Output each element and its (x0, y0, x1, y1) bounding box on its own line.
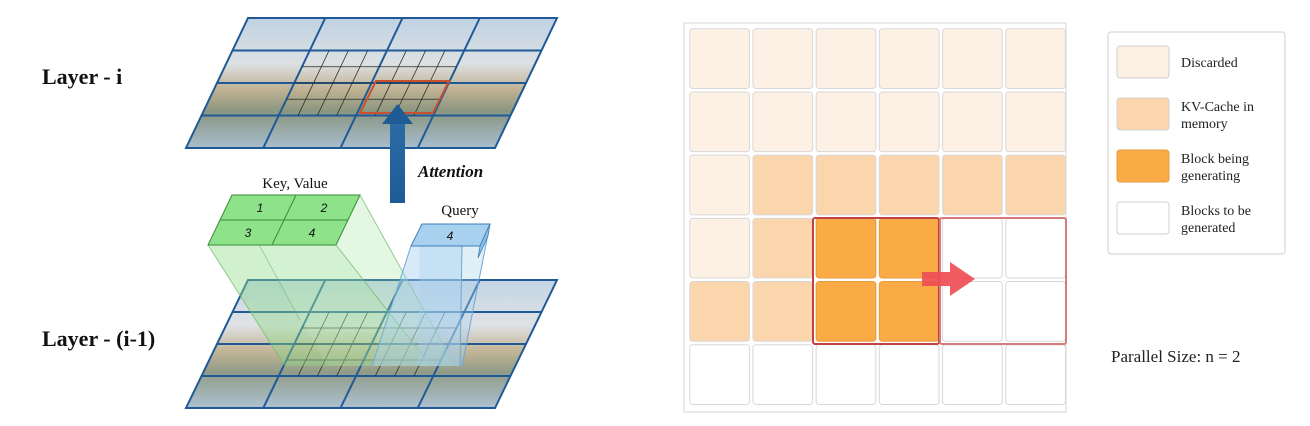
block-cell-kv (1005, 154, 1066, 216)
parallel-size-label: Parallel Size: n = 2 (1111, 347, 1241, 366)
kv-block-4: 4 (309, 226, 316, 240)
kv-cube: 1 2 3 4 (207, 194, 361, 246)
layer-fine-line (394, 50, 426, 116)
legend-swatch-kv (1116, 97, 1170, 131)
block-cell-future (1005, 281, 1066, 342)
legend-swatch-gen (1116, 149, 1170, 183)
block-cell-kv (752, 217, 814, 279)
block-cell-discarded (1005, 91, 1066, 153)
block-cell-empty (752, 344, 814, 405)
block-cell-future (1005, 217, 1066, 279)
attention-label: Attention (417, 162, 483, 181)
block-cell-empty (815, 344, 877, 405)
layer-bottom-plane (184, 279, 559, 409)
layer-top-grid (184, 17, 559, 149)
legend-label-kv: memory (1181, 117, 1228, 132)
left-panel: 1 2 3 4 4 Layer - i Layer - (i-1) Attent… (42, 17, 559, 409)
layer-fine-line (297, 311, 330, 377)
layer-fine-line (374, 50, 407, 116)
block-cell-kv (942, 154, 1003, 216)
legend-label-kv: KV-Cache in (1181, 100, 1254, 115)
block-cell-discarded (689, 28, 750, 89)
legend-box (1107, 31, 1286, 255)
block-cell-discarded (878, 91, 940, 153)
attention-arrow (382, 104, 413, 203)
progress-arrow (922, 262, 975, 296)
kv-block-3: 3 (245, 226, 252, 240)
block-cell-discarded (942, 28, 1003, 89)
legend-swatch-future (1116, 201, 1170, 235)
block-cell-future (942, 281, 1003, 342)
block-cell-gen (815, 281, 877, 342)
layer-outline (184, 17, 559, 149)
block-cell-empty (689, 344, 750, 405)
layer-fine-line (336, 50, 369, 116)
query-prism (371, 223, 491, 367)
layer-fine-line (317, 50, 349, 116)
block-cell-discarded (942, 91, 1003, 153)
attention-target-block (358, 80, 451, 114)
block-cell-kv (752, 281, 814, 342)
block-cell-empty (1005, 344, 1066, 405)
layer-outline (184, 279, 559, 409)
key-value-label: Key, Value (262, 176, 328, 192)
layer-fine-line (297, 50, 330, 116)
block-cell-discarded (878, 28, 940, 89)
block-cell-discarded (689, 217, 750, 279)
block-cell-kv (689, 281, 750, 342)
block-cell-discarded (815, 28, 877, 89)
block-grid (689, 28, 1066, 405)
layer-top-plane (184, 17, 559, 149)
block-cell-discarded (689, 154, 750, 216)
query-cube: 4 (410, 223, 491, 259)
legend-label-gen: Block being (1181, 152, 1249, 167)
query-label: Query (441, 203, 479, 219)
kv-block-1: 1 (257, 201, 264, 215)
layer-top-label: Layer - i (42, 64, 122, 89)
block-cell-empty (942, 344, 1003, 405)
block-cell-kv (878, 154, 940, 216)
block-cell-kv (815, 154, 877, 216)
legend-label-discarded: Discarded (1181, 56, 1238, 71)
legend-label-future: generated (1181, 221, 1235, 236)
layer-fine-line (413, 311, 446, 377)
block-cell-gen (878, 217, 940, 279)
layer-fine-line (413, 50, 446, 116)
kv-block-2: 2 (320, 201, 328, 215)
layer-fine-line (336, 311, 369, 377)
block-cell-discarded (815, 91, 877, 153)
layer-fine-line (394, 311, 426, 377)
block-cell-gen (815, 217, 877, 279)
block-cell-kv (752, 154, 814, 216)
block-cell-discarded (752, 28, 814, 89)
block-cell-gen (878, 281, 940, 342)
block-cell-discarded (752, 91, 814, 153)
layer-fine-line (317, 311, 349, 377)
block-cell-empty (878, 344, 940, 405)
query-block-number: 4 (447, 229, 454, 243)
legend-swatch-discarded (1116, 45, 1170, 79)
block-cell-discarded (1005, 28, 1066, 89)
legend-label-gen: generating (1181, 169, 1240, 184)
legend-label-future: Blocks to be (1181, 204, 1251, 219)
layer-fine-line (374, 311, 407, 377)
layer-bottom-grid (184, 279, 559, 409)
layer-bottom-label: Layer - (i-1) (42, 326, 155, 351)
block-cell-discarded (689, 91, 750, 153)
